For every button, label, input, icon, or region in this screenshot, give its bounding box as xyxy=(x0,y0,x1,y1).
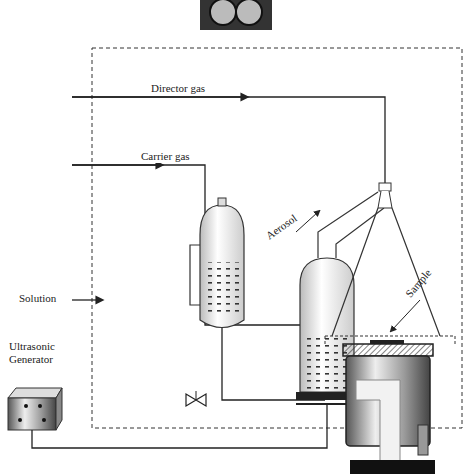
heater-block xyxy=(343,340,435,474)
spray-nozzle xyxy=(325,183,455,346)
aerosol-label: Aerosol xyxy=(263,211,300,242)
furnace-icon xyxy=(200,0,272,30)
sample-label: Sample xyxy=(402,266,434,301)
gas-label: Carrier gas xyxy=(140,150,191,163)
gas-label: Director gas xyxy=(150,82,206,95)
ultrasonic-generator xyxy=(8,388,327,448)
generator-label: Ultrasonic Generator xyxy=(8,340,70,365)
solution-label: Solution xyxy=(18,292,57,305)
